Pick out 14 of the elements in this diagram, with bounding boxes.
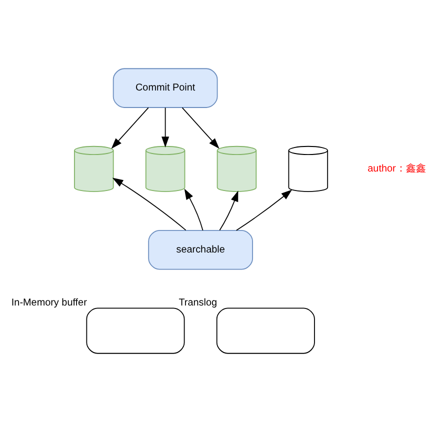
node-label: In-Memory buffer [11, 297, 87, 308]
node-box: Commit Point [112, 68, 218, 108]
label: author：鑫鑫 [368, 163, 426, 174]
arrow [182, 107, 220, 149]
node-label: Translog [178, 297, 218, 308]
arrow [111, 107, 149, 149]
arrow [162, 107, 170, 148]
node-box: searchable [148, 230, 254, 270]
arrow [219, 190, 238, 231]
node-box [216, 308, 315, 354]
arrow [236, 190, 292, 231]
node-box [86, 308, 185, 354]
arrow [112, 178, 186, 231]
arrow [184, 188, 204, 231]
